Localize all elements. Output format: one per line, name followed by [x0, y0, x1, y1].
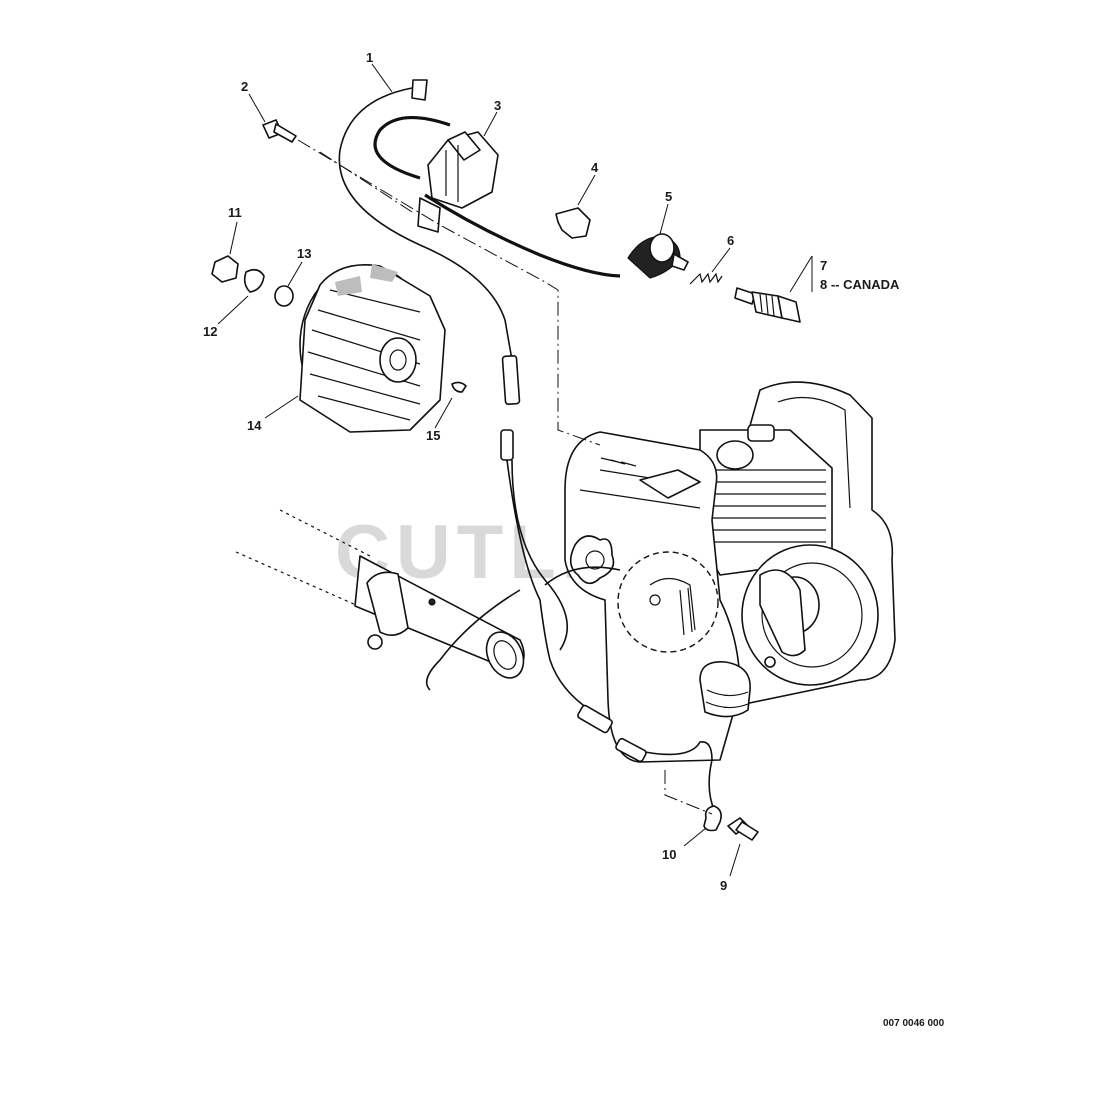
flywheel-part-14 [299, 264, 446, 433]
washer-part-13 [274, 285, 294, 307]
ground-terminal-part-10 [703, 805, 722, 832]
lock-washer-part-12 [243, 268, 265, 293]
ignition-module-part-3 [373, 115, 621, 278]
ignition-wiring [338, 79, 722, 832]
callout-labels: 1 2 3 4 5 6 7 8 -- CANADA 9 10 11 12 13 … [203, 50, 900, 893]
callout-11: 11 [228, 205, 242, 220]
callout-1: 1 [366, 50, 373, 65]
callout-9: 9 [720, 878, 727, 893]
spark-plug-part-7 [734, 287, 801, 323]
callout-10: 10 [662, 847, 676, 862]
callout-4: 4 [591, 160, 599, 175]
ground-wire [338, 87, 513, 361]
ht-lead [373, 115, 451, 180]
callout-6: 6 [727, 233, 734, 248]
callout-15: 15 [426, 428, 440, 443]
spring-part-6 [689, 272, 723, 285]
wire-connector-male [501, 354, 521, 406]
callout-3: 3 [494, 98, 501, 113]
leader-lines [217, 63, 813, 877]
callout-14: 14 [247, 418, 262, 433]
callout-5: 5 [665, 189, 672, 204]
engine-assembly [564, 381, 896, 763]
drive-shaft-tube [235, 509, 525, 679]
callout-12: 12 [203, 324, 217, 339]
grommet-part-4 [555, 207, 591, 239]
spark-plug-boot-part-5 [627, 233, 689, 279]
drawing-number: 007 0046 000 [883, 1018, 945, 1029]
callout-7: 7 [820, 258, 827, 273]
alignment-lines [297, 139, 713, 815]
screw-part-9 [727, 817, 759, 841]
callout-2: 2 [241, 79, 248, 94]
woodruff-key-part-15 [451, 381, 467, 393]
wire-terminal [411, 79, 428, 101]
nut-part-11 [211, 255, 239, 283]
screw-part-2 [262, 119, 297, 143]
detail-view-circle [617, 551, 719, 653]
callout-8: 8 -- CANADA [820, 277, 900, 292]
callout-13: 13 [297, 246, 311, 261]
